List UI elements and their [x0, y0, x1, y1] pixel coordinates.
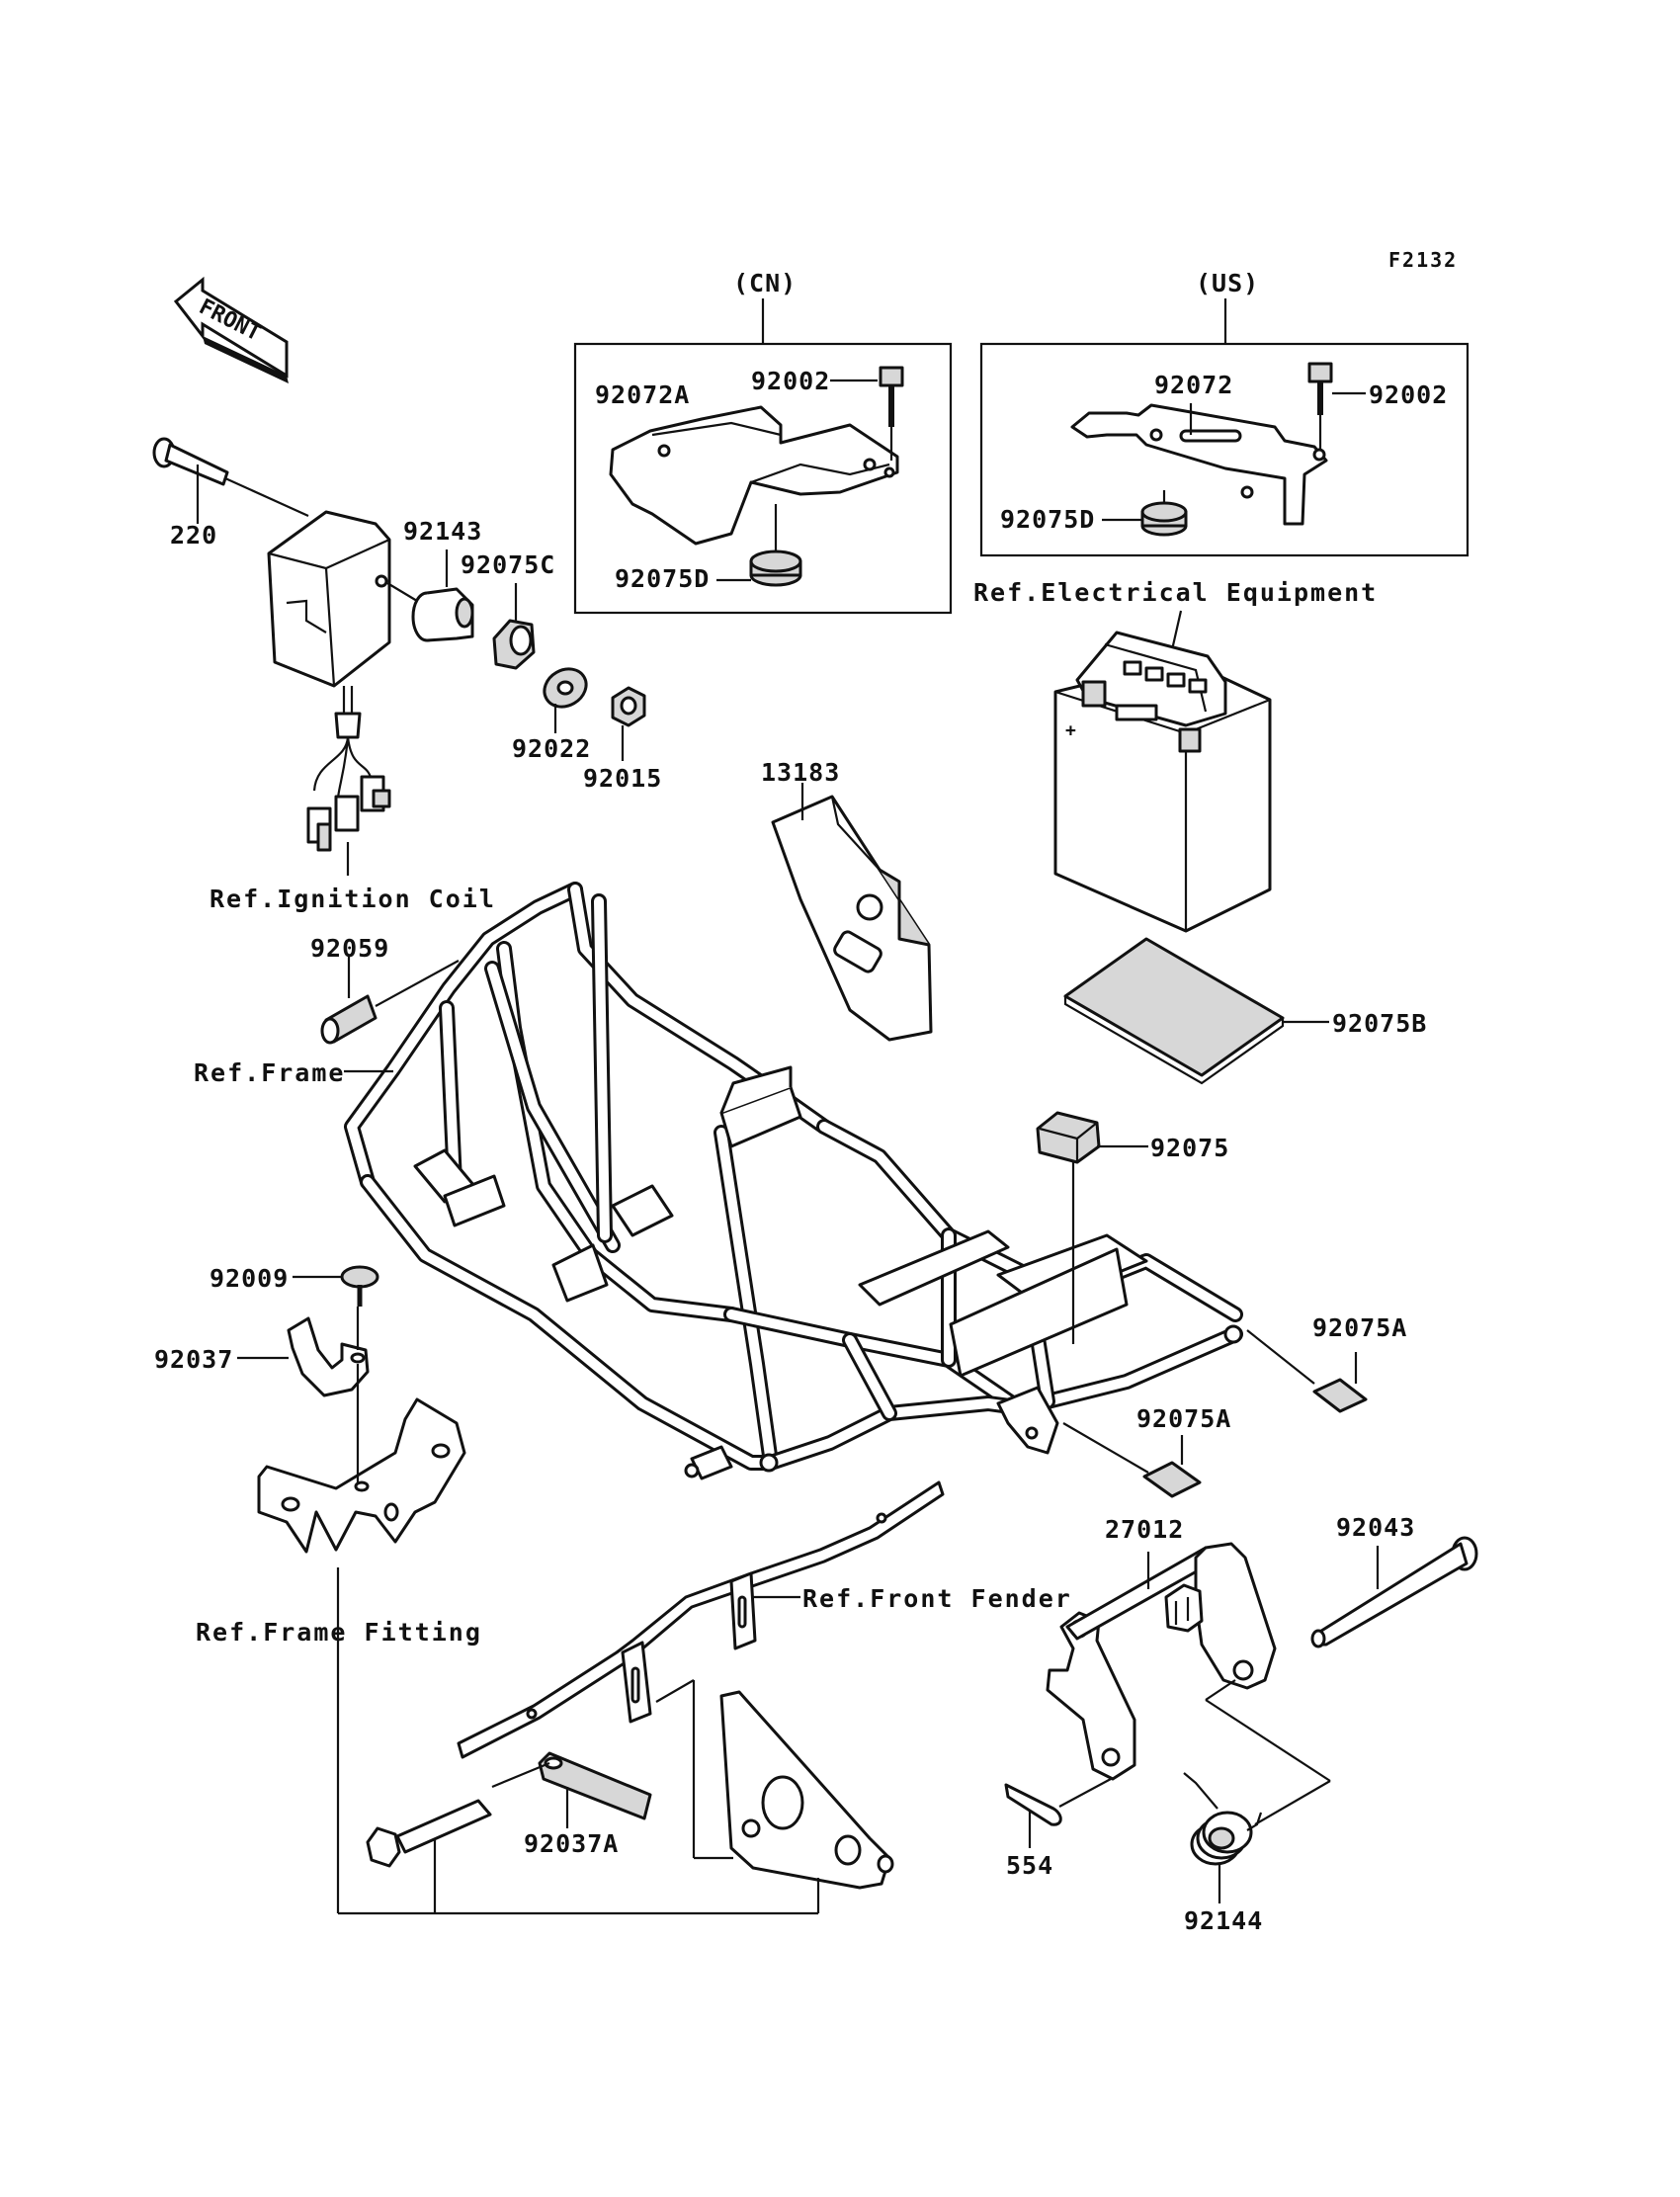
washer-92022 [543, 667, 588, 709]
label-92002-cn: 92002 [751, 367, 830, 395]
bolt-220 [152, 437, 229, 486]
label-92002-us: 92002 [1369, 380, 1448, 409]
battery-cells [1123, 660, 1208, 694]
figure-code: F2132 [1388, 248, 1458, 272]
label-220: 220 [170, 521, 217, 549]
battery: Ref.Electrical Equipment + [973, 578, 1378, 933]
connector-terminals [306, 775, 391, 852]
battery-terminal-positive [1081, 680, 1107, 708]
us-rubber-cushion [1140, 501, 1188, 537]
ref-electrical-equipment: Ref.Electrical Equipment [973, 578, 1378, 607]
label-92144: 92144 [1184, 1906, 1263, 1935]
label-92037: 92037 [154, 1345, 233, 1374]
long-bolt [366, 1799, 492, 1868]
label-92075D-cn: 92075D [615, 564, 710, 593]
front-arrow-icon: FRONT [173, 276, 289, 383]
ref-ignition-coil: Ref.Ignition Coil [210, 885, 496, 913]
ignition-coil-group: 220 Ref.Ignition Coil 921 [152, 437, 662, 913]
front-fender-bracket [457, 1480, 945, 1759]
cn-box [573, 342, 953, 615]
label-92075C: 92075C [461, 550, 555, 579]
label-92059: 92059 [310, 934, 389, 963]
cotter-pin-554 [1004, 1783, 1062, 1826]
label-92075D-us: 92075D [1000, 505, 1095, 534]
us-battery-bracket [1070, 403, 1328, 526]
us-bolt [1307, 362, 1333, 415]
kickstand-27012 [1046, 1542, 1277, 1781]
label-92009: 92009 [210, 1264, 289, 1293]
pad-92075A-upper [1312, 1378, 1368, 1413]
collar-92143 [411, 587, 474, 642]
cdi-unit [267, 510, 391, 688]
label-92015: 92015 [583, 764, 662, 793]
label-92043: 92043 [1336, 1513, 1415, 1542]
pin-92043 [1310, 1536, 1478, 1648]
screw-92009 [340, 1265, 379, 1307]
clamp-92037 [287, 1316, 370, 1397]
pad-92075A-lower [1142, 1461, 1202, 1498]
label-92075A-upper: 92075A [1312, 1313, 1407, 1342]
ref-frame: Ref.Frame [194, 1058, 345, 1087]
cover-13183 [771, 795, 933, 1042]
cn-variant-group: (CN) 92072A 92002 92075D [573, 269, 953, 615]
spring-92144 [1183, 1772, 1263, 1866]
label-92037A: 92037A [524, 1829, 619, 1858]
label-27012: 27012 [1105, 1515, 1184, 1544]
nut-92015 [611, 686, 646, 727]
gusset-plate [719, 1690, 894, 1890]
us-label: (US) [1196, 269, 1259, 297]
cn-label: (CN) [733, 269, 797, 297]
label-92075A-lower: 92075A [1136, 1404, 1231, 1433]
damper-92075C [492, 619, 536, 670]
label-92072: 92072 [1154, 371, 1233, 399]
label-554: 554 [1006, 1851, 1053, 1880]
label-13183: 13183 [761, 758, 840, 787]
plate-92037A [538, 1751, 652, 1820]
frame-fitting-bracket [257, 1397, 466, 1554]
rubber-92075 [1036, 1111, 1101, 1164]
label-92075: 92075 [1150, 1134, 1229, 1162]
label-92072A: 92072A [595, 380, 690, 409]
pad-92075B [1063, 937, 1285, 1085]
cap-92059 [320, 994, 378, 1045]
us-box [979, 342, 1470, 557]
battery-terminal-negative [1178, 727, 1202, 753]
label-92022: 92022 [512, 734, 591, 763]
label-92075B: 92075B [1332, 1009, 1427, 1038]
cn-battery-bracket [609, 405, 899, 546]
svg-text:+: + [1065, 720, 1076, 741]
cn-rubber-cushion [749, 549, 802, 587]
us-variant-group: (US) 92072 92002 92075D [979, 269, 1470, 557]
label-92143: 92143 [403, 517, 482, 546]
frame [344, 882, 1243, 1480]
ref-front-fender: Ref.Front Fender [802, 1584, 1072, 1613]
cn-bolt [879, 366, 904, 427]
